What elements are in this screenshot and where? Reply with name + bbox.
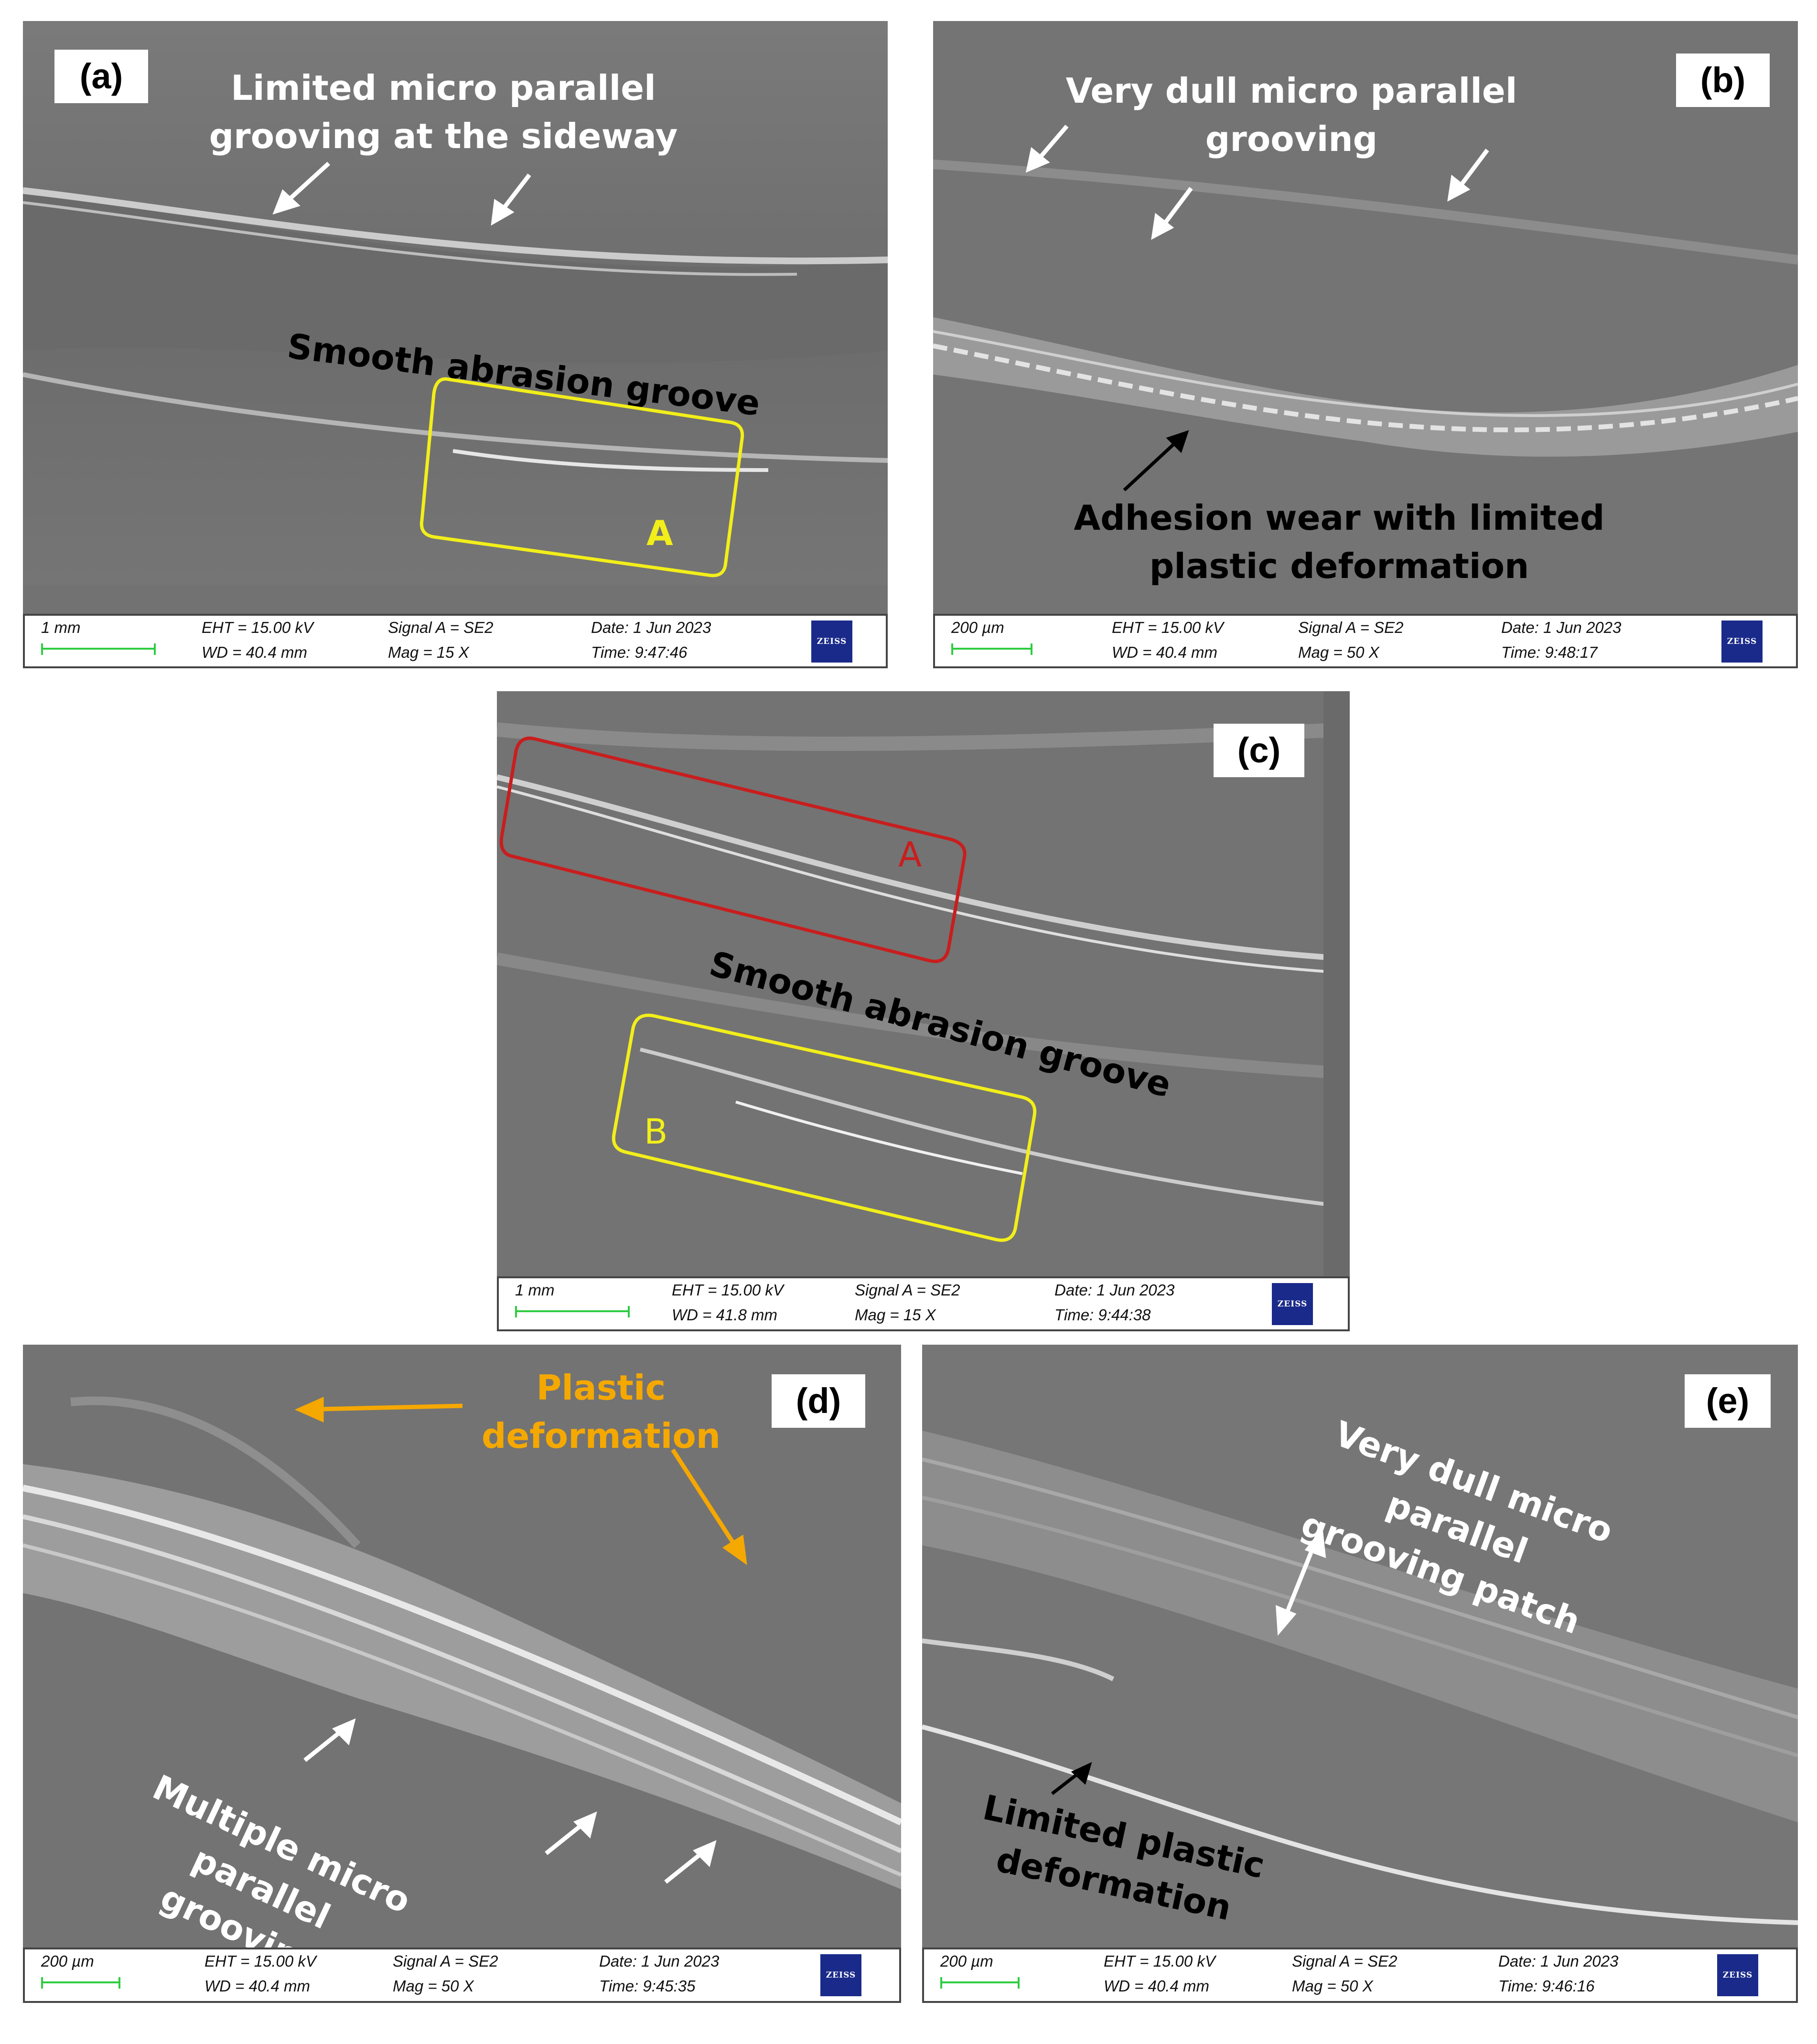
zeiss-logo: ZEISS — [811, 621, 852, 663]
databar-b: 200 µm EHT = 15.00 kV WD = 40.4 mm Signa… — [933, 614, 1798, 668]
zeiss-logo: ZEISS — [1272, 1283, 1313, 1325]
date-value: Date: 1 Jun 2023 — [1498, 1952, 1619, 1970]
databar-c: 1 mm EHT = 15.00 kV WD = 41.8 mm Signal … — [497, 1276, 1350, 1331]
panel-b-label: (b) — [1676, 54, 1770, 107]
wd-value: WD = 40.4 mm — [204, 1977, 310, 1995]
wd-value: WD = 41.8 mm — [672, 1306, 777, 1324]
sem-image-e — [922, 1345, 1798, 1948]
annotation-grooving-b: Very dull micro parallel grooving — [1065, 71, 1517, 159]
region-box-a — [419, 377, 744, 578]
scale-label: 200 µm — [41, 1952, 94, 1970]
wd-value: WD = 40.4 mm — [1104, 1977, 1209, 1995]
eht-value: EHT = 15.00 kV — [202, 619, 313, 636]
mag-value: Mag = 15 X — [855, 1306, 936, 1324]
region-box-red — [499, 737, 1037, 1242]
scale-bar — [41, 1977, 120, 1989]
wd-value: WD = 40.4 mm — [1112, 643, 1217, 661]
signal-value: Signal A = SE2 — [1292, 1952, 1398, 1970]
signal-value: Signal A = SE2 — [855, 1281, 960, 1299]
databar-d: 200 µm EHT = 15.00 kV WD = 40.4 mm Signa… — [23, 1948, 901, 2003]
annotation-adhesion-b: Adhesion wear with limited plastic defor… — [1074, 498, 1605, 586]
time-value: Time: 9:44:38 — [1054, 1306, 1151, 1324]
databar-a: 1 mm EHT = 15.00 kV WD = 40.4 mm Signal … — [23, 614, 888, 668]
sem-image-d — [23, 1345, 901, 1948]
scale-label: 200 µm — [940, 1952, 993, 1970]
zeiss-logo: ZEISS — [1721, 621, 1763, 663]
arrow-icon — [1025, 125, 1489, 492]
scale-label: 1 mm — [41, 619, 81, 636]
annotation-grooving-a: Limited micro parallel grooving at the s… — [209, 68, 678, 156]
scale-bar — [951, 643, 1032, 655]
date-value: Date: 1 Jun 2023 — [1054, 1281, 1175, 1299]
signal-value: Signal A = SE2 — [388, 619, 494, 636]
mag-value: Mag = 50 X — [393, 1977, 474, 1995]
sem-image-b — [933, 21, 1798, 637]
date-value: Date: 1 Jun 2023 — [591, 619, 711, 636]
date-value: Date: 1 Jun 2023 — [1501, 619, 1622, 636]
arrow-icon — [272, 161, 531, 226]
annotation-plastic-deformation-d: Plastic deformation — [481, 1368, 721, 1456]
databar-e: 200 µm EHT = 15.00 kV WD = 40.4 mm Signa… — [922, 1948, 1798, 2003]
panel-d-label: (d) — [772, 1374, 865, 1428]
scale-bar — [41, 643, 156, 655]
date-value: Date: 1 Jun 2023 — [599, 1952, 720, 1970]
region-box-a-label: A — [646, 513, 673, 553]
panel-c: (c) A B Smooth abrasion groove 1 mm EHT … — [497, 691, 1350, 1331]
mag-value: Mag = 50 X — [1298, 643, 1379, 661]
panel-d: (d) Plastic deformation Multiple micro p… — [23, 1345, 901, 2003]
time-value: Time: 9:48:17 — [1501, 643, 1598, 661]
panel-c-label: (c) — [1214, 724, 1304, 777]
panel-a-label: (a) — [54, 50, 148, 103]
eht-value: EHT = 15.00 kV — [1104, 1952, 1215, 1970]
panel-e-label: (e) — [1685, 1374, 1771, 1428]
eht-value: EHT = 15.00 kV — [672, 1281, 784, 1299]
signal-value: Signal A = SE2 — [393, 1952, 498, 1970]
region-box-red-label: A — [898, 835, 922, 875]
wd-value: WD = 40.4 mm — [202, 643, 307, 661]
time-value: Time: 9:45:35 — [599, 1977, 696, 1995]
scale-bar — [940, 1977, 1020, 1989]
time-value: Time: 9:47:46 — [591, 643, 688, 661]
time-value: Time: 9:46:16 — [1498, 1977, 1595, 1995]
mag-value: Mag = 15 X — [388, 643, 469, 661]
zeiss-logo: ZEISS — [820, 1954, 861, 1996]
arrow-icon — [1051, 1528, 1326, 1795]
eht-value: EHT = 15.00 kV — [1112, 619, 1224, 636]
region-box-yellow-label: B — [644, 1112, 668, 1152]
arrow-icon — [294, 1397, 747, 1884]
scale-label: 200 µm — [951, 619, 1004, 636]
eht-value: EHT = 15.00 kV — [204, 1952, 316, 1970]
scale-bar — [515, 1306, 630, 1317]
panel-e: (e) Very dull micro parallel grooving pa… — [922, 1345, 1798, 2003]
sem-image-c — [497, 691, 1350, 1276]
zeiss-logo: ZEISS — [1717, 1954, 1758, 1996]
mag-value: Mag = 50 X — [1292, 1977, 1373, 1995]
panel-b: (b) Very dull micro parallel grooving Ad… — [933, 21, 1798, 668]
signal-value: Signal A = SE2 — [1298, 619, 1404, 636]
panel-a: (a) Limited micro parallel grooving at t… — [23, 21, 888, 668]
scale-label: 1 mm — [515, 1281, 555, 1299]
